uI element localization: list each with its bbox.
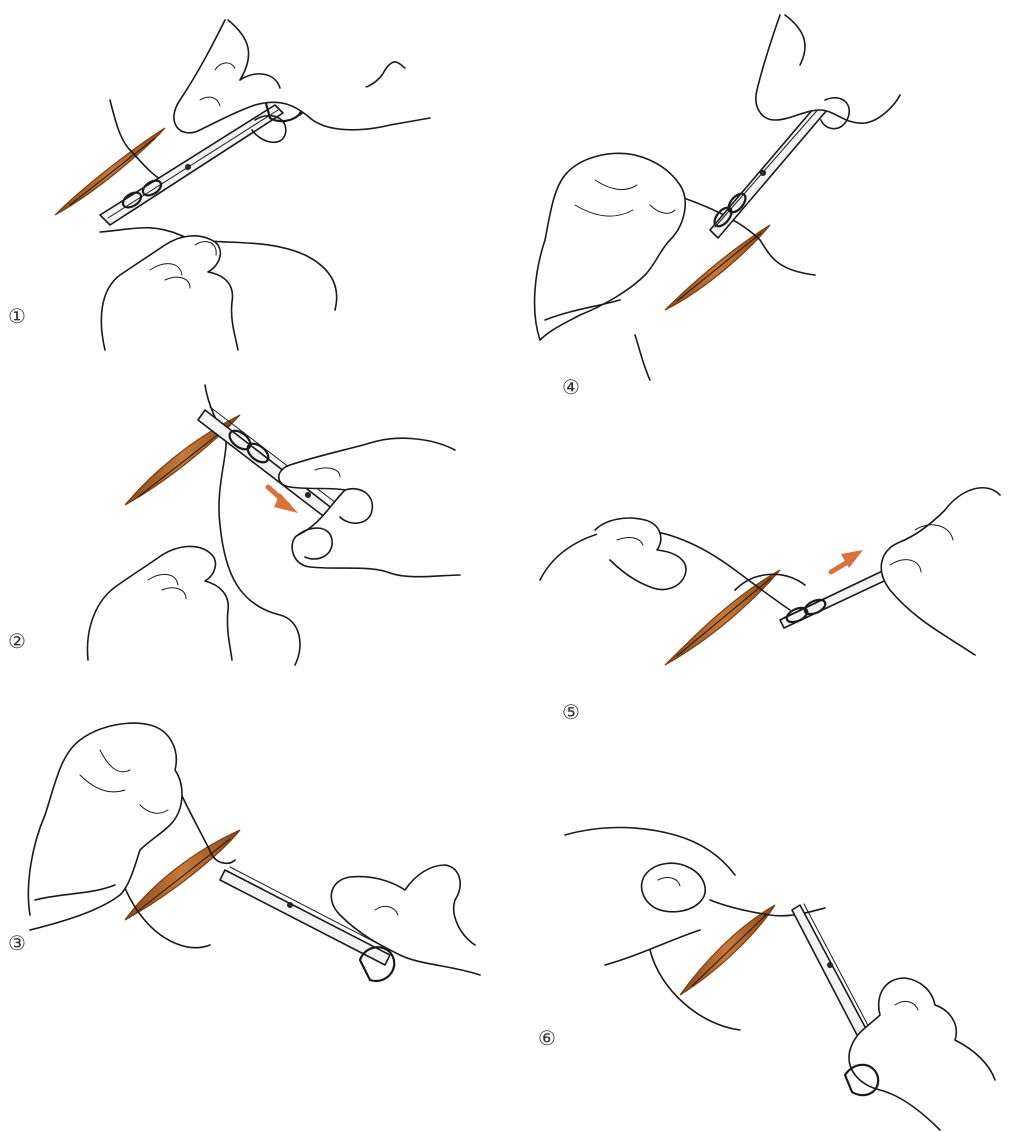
suture-thread bbox=[565, 828, 735, 876]
step-3-panel: ③ bbox=[20, 715, 490, 1005]
wound-incision bbox=[680, 905, 775, 995]
suture-thread-loop bbox=[650, 950, 740, 1030]
suture-thread bbox=[110, 100, 170, 185]
step-number: ③ bbox=[8, 933, 26, 953]
step-4-panel: ④ bbox=[525, 5, 905, 385]
step-6-panel: ⑥ bbox=[560, 820, 1000, 1130]
gloved-hand-icon bbox=[642, 863, 706, 912]
direction-arrow-icon bbox=[831, 550, 863, 572]
step-number: ② bbox=[8, 631, 26, 651]
gloved-hand-icon bbox=[279, 438, 460, 576]
step-2-illustration bbox=[40, 375, 480, 665]
gloved-hand-icon bbox=[331, 865, 480, 981]
step-5-panel: ⑤ bbox=[535, 470, 1005, 670]
step-number: ⑤ bbox=[562, 702, 580, 722]
step-number: ⑥ bbox=[538, 1028, 556, 1048]
gloved-hand-icon bbox=[881, 488, 1000, 655]
gloved-hand-icon bbox=[101, 236, 238, 350]
step-3-illustration bbox=[20, 715, 490, 1005]
gloved-hand-icon bbox=[87, 546, 232, 660]
suture-thread-free-end bbox=[635, 335, 650, 380]
step-4-illustration bbox=[525, 5, 905, 385]
step-6-illustration bbox=[560, 820, 1000, 1130]
gloved-hand-icon bbox=[595, 518, 686, 589]
gloved-hand-icon bbox=[845, 978, 995, 1130]
gloved-hand-icon bbox=[756, 15, 900, 129]
wound-incision bbox=[55, 128, 165, 215]
step-1-illustration bbox=[40, 10, 440, 360]
wound-incision bbox=[665, 570, 780, 665]
step-2-panel: ② bbox=[40, 375, 480, 665]
gloved-hand-icon bbox=[174, 20, 430, 142]
step-1-panel: ① bbox=[40, 10, 440, 360]
step-5-illustration bbox=[535, 470, 1005, 670]
gloved-hand-icon bbox=[535, 153, 686, 340]
step-number: ④ bbox=[562, 377, 580, 397]
step-number: ① bbox=[8, 306, 26, 326]
